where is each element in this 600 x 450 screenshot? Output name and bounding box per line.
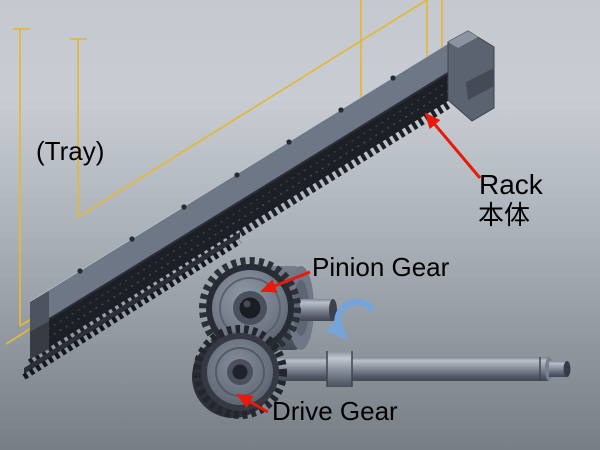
pinion-arrow	[260, 270, 311, 293]
drive-gear-arrow	[236, 393, 269, 414]
pinion-gear-label: Pinion Gear	[312, 252, 450, 282]
rotation-arrow	[325, 298, 375, 341]
shaft-collar	[327, 351, 352, 387]
rack-arrow	[424, 112, 482, 179]
rack-screw-holes	[77, 75, 396, 274]
rack-model	[22, 30, 495, 380]
drive-gear-model	[192, 325, 287, 419]
drive-gear-teeth	[193, 325, 287, 419]
rack-label-en: Rack	[479, 169, 543, 200]
tray-label: (Tray)	[36, 136, 105, 166]
drive-gear-label: Drive Gear	[272, 396, 398, 426]
annotation-arrows	[236, 112, 482, 414]
rack-label-ja: 本体	[478, 200, 531, 230]
